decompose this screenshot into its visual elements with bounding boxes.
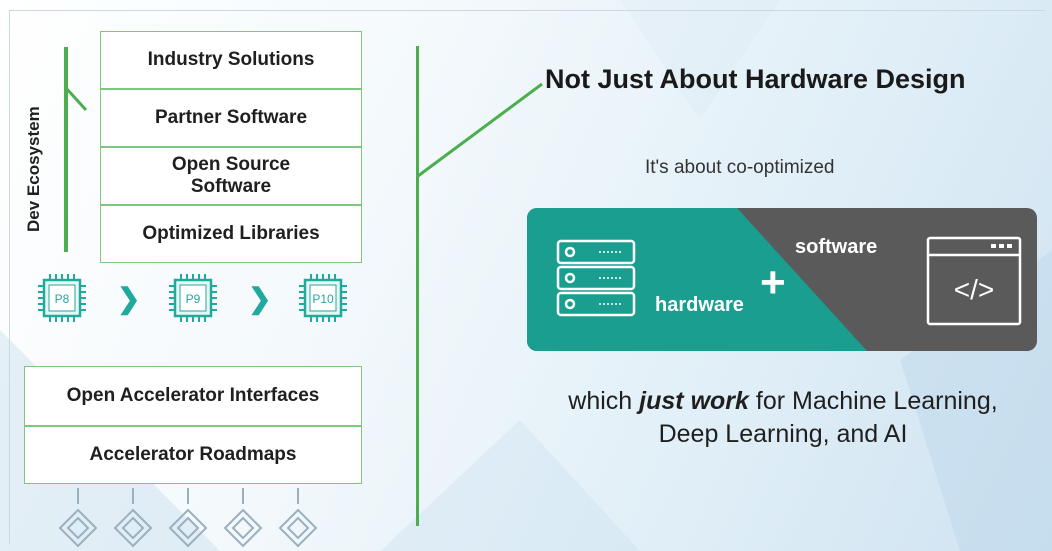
layer-open-source-software: Open Source Software [100,147,362,205]
chip-label-p8: P8 [55,292,70,306]
chip-icon: P10 [299,274,347,322]
vertical-divider [416,46,419,526]
chip-icon: P9 [169,274,217,322]
chip-label-p10: P10 [312,292,334,306]
layer-accelerator-roadmaps: Accelerator Roadmaps [24,426,362,484]
slide-frame [9,10,1045,544]
title-connector [417,82,543,178]
chip-label-p9: P9 [186,292,201,306]
code-window-icon: </> [926,236,1022,326]
conclusion-line-2: Deep Learning, and AI [658,420,908,448]
conclusion-text: which just work for Machine Learning, De… [513,385,1052,451]
layer-industry-solutions: Industry Solutions [100,31,362,89]
dev-ecosystem-label: Dev Ecosystem [24,106,43,232]
dev-ecosystem-line [64,47,68,252]
chevron-right-icon: ❯ [117,283,141,314]
subtitle: It's about co-optimized [645,157,835,178]
layer-partner-software: Partner Software [100,89,362,147]
plus-icon: + [760,258,786,307]
layer-open-accelerator-interfaces: Open Accelerator Interfaces [24,366,362,426]
layer-open-source-software-label: Open Source Software [171,154,291,197]
conclusion-prefix: which [568,387,640,415]
conclusion-emphasis: just work [639,387,749,415]
conclusion-line-1: which just work for Machine Learning, [513,385,1052,418]
software-label: software [795,236,878,258]
dev-ecosystem-connector [64,86,88,112]
hardware-label: hardware [655,294,744,316]
server-icon [556,239,636,317]
chip-icon: P8 [38,274,86,322]
layer-optimized-libraries: Optimized Libraries [100,205,362,263]
code-symbol: </> [954,274,994,305]
hardware-software-banner: </> [527,208,1037,351]
conclusion-suffix: for Machine Learning, [748,387,998,415]
accelerator-chips [58,488,318,548]
chevron-right-icon: ❯ [248,283,272,314]
page-title: Not Just About Hardware Design [545,64,966,94]
